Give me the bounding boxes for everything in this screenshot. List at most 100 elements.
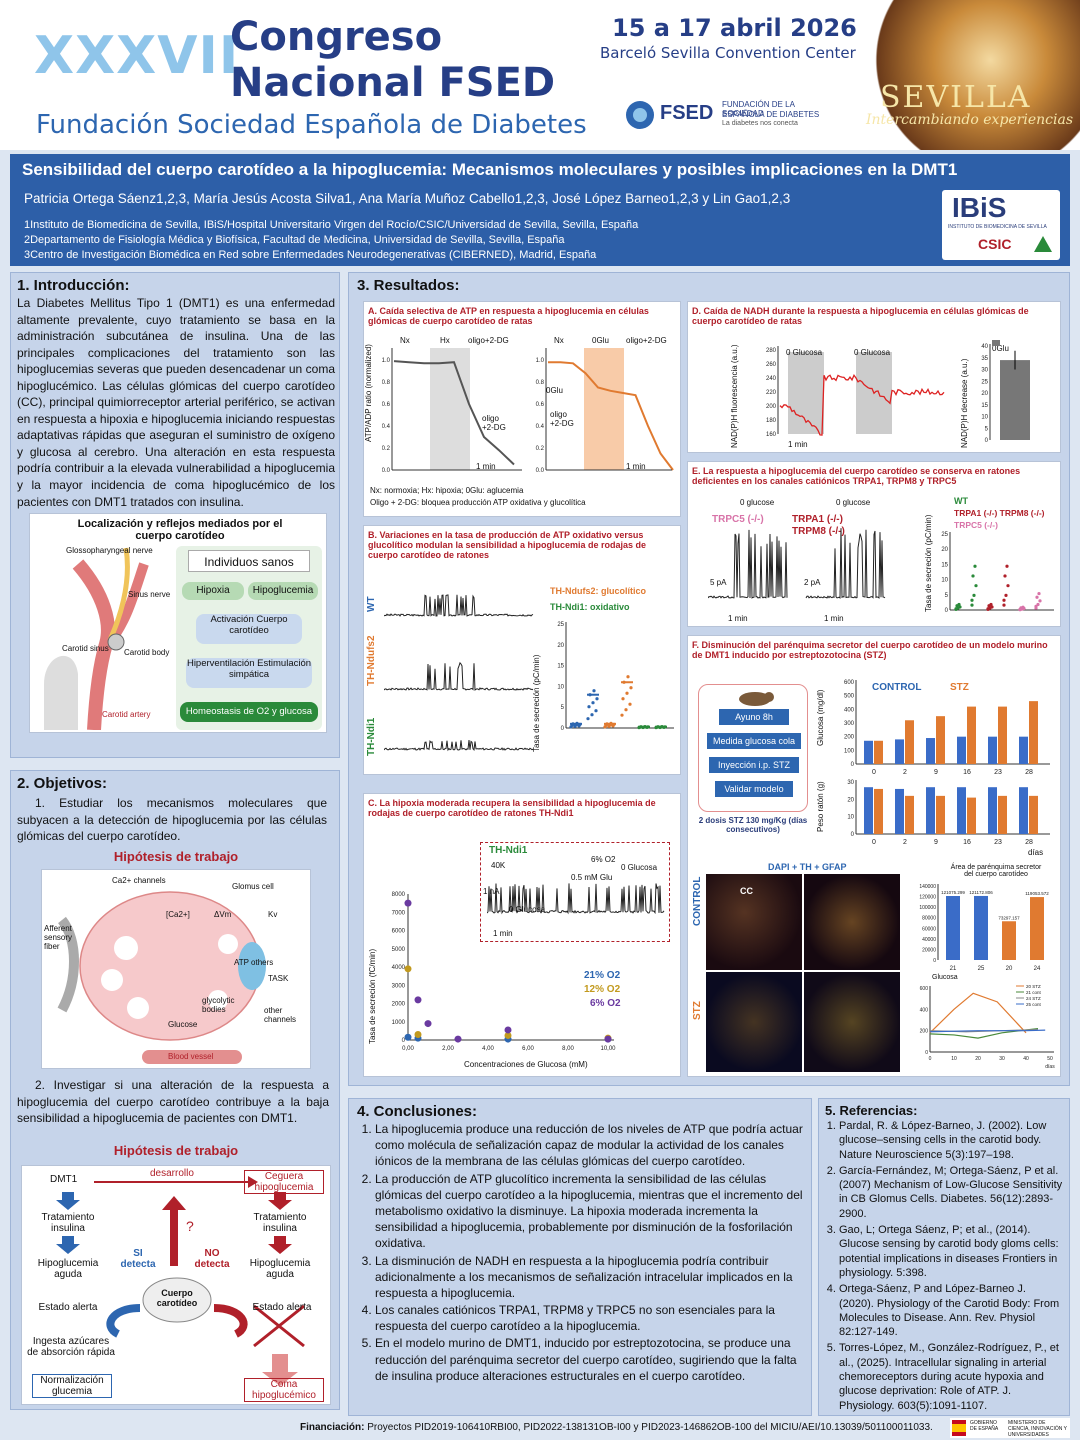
label-carotid-artery: Carotid artery — [102, 710, 151, 719]
d-shade-1 — [788, 352, 824, 434]
c-ytick: 7000 — [392, 910, 406, 916]
f-bar — [864, 787, 873, 834]
hypothesis-2-title: Hipótesis de trabajo — [113, 1143, 239, 1158]
e-ytick: 15 — [941, 562, 948, 568]
f-area-bar — [1002, 921, 1016, 960]
f-gl-line — [929, 1027, 1039, 1039]
label-glomus-cell: Glomus cell — [232, 882, 274, 891]
c-inset-trace-line — [487, 883, 665, 915]
congress-venue: Barceló Sevilla Convention Center — [600, 44, 856, 62]
f-bar — [926, 738, 935, 764]
d-bar-ylabel: NAD(P)H decrease (a.u.) — [960, 358, 969, 448]
f-gl-xtick: 10 — [951, 1056, 957, 1062]
congress-dates: 15 a 17 abril 2026 — [612, 14, 857, 42]
junta-logo-icon — [1034, 236, 1052, 252]
f-micro-title: DAPI + TH + GFAP — [768, 862, 847, 872]
f-bar — [936, 716, 945, 764]
f-area-ytick: 60000 — [922, 926, 936, 932]
f-gl-legend: 20 STZ — [1026, 984, 1041, 989]
b-point — [595, 697, 599, 701]
introduction-panel: 1. Introducción: La Diabetes Mellitus Ti… — [10, 272, 340, 758]
figure-d: D. Caída de NADH durante la respuesta a … — [687, 301, 1061, 453]
c-xtick: 4,00 — [482, 1046, 494, 1052]
flow-ceguera: Ceguera hipoglucemia — [244, 1170, 324, 1194]
congress-title-line2: Nacional FSED — [230, 60, 556, 106]
e-trpm8: TRPM8 (-/-) — [792, 526, 845, 537]
b-point — [663, 725, 667, 729]
d-bar-legend-swatch — [992, 340, 1000, 346]
b-ylabel: Tasa de secreción (pC/min) — [532, 654, 541, 752]
f-bar — [967, 797, 976, 834]
f-gl-xlabel: días — [1045, 1064, 1055, 1070]
e-trpc5: TRPC5 (-/-) — [712, 514, 764, 525]
e-legend-wt: WT — [954, 496, 968, 506]
b-trace-ndufs2 — [384, 661, 534, 691]
flow-alert-1: Estado alerta — [38, 1302, 98, 1313]
figure-d-title: D. Caída de NADH durante la respuesta a … — [692, 306, 1029, 326]
a-time-left: 1 min — [476, 462, 496, 471]
b-point — [575, 721, 579, 725]
label-blood-vessel: Blood vessel — [168, 1052, 214, 1061]
introduction-title: 1. Introducción: — [17, 277, 130, 294]
b-point — [591, 701, 595, 705]
f-ytick: 30 — [847, 780, 854, 786]
a-nx-right: Nx — [554, 336, 564, 345]
e-point — [973, 564, 977, 568]
f-bar — [864, 740, 873, 764]
a-tick-right: 1.0 — [536, 358, 545, 364]
c-ytick: 5000 — [392, 947, 406, 953]
a-tick-right: 0.2 — [536, 446, 545, 452]
c-point — [504, 1031, 512, 1039]
results-title: 3. Resultados: — [357, 277, 460, 294]
c-point — [404, 1033, 412, 1041]
b-point — [592, 689, 596, 693]
f-ytick: 600 — [844, 680, 855, 686]
f-gl-xtick: 20 — [975, 1056, 981, 1062]
a-hx: Hx — [440, 336, 450, 345]
f-area-bar — [946, 896, 960, 960]
b-point — [609, 721, 613, 725]
dmt1-flow-figure: DMT1 desarrollo Ceguera hipoglucemia Tra… — [21, 1165, 331, 1405]
a-tick-left: 0.8 — [382, 380, 391, 386]
d-bar-ytick: 10 — [981, 415, 988, 421]
fsed-logo-long1: FUNDACIÓN DE LA SOCIEDAD — [722, 100, 795, 118]
fsed-logo-short: FSED — [660, 102, 714, 124]
f-area-ytick: 40000 — [922, 937, 936, 943]
label-task: TASK — [268, 974, 289, 983]
f-step-1: Ayuno 8h — [719, 709, 789, 725]
f-bar — [895, 739, 904, 764]
a-0glu-note: 0Glu — [546, 386, 563, 395]
c-inset-1na: 1 nA — [483, 887, 500, 896]
ministry-label: MINISTERIO DE CIENCIA, INNOVACIÓN Y UNIV… — [1008, 1420, 1067, 1438]
b-point — [639, 725, 643, 729]
flow-cuerpo: Cuerpo carotídeo — [156, 1288, 198, 1308]
f-ytick: 0 — [851, 762, 855, 768]
mouse-icon — [739, 692, 774, 706]
e-point — [1018, 607, 1022, 611]
e-label-0glu-1: 0 glucose — [740, 498, 775, 507]
b-tick: 20 — [557, 643, 564, 649]
homeostasis-box: Homeostasis de O2 y glucosa — [180, 702, 318, 722]
references-panel: 5. Referencias: Pardal, R. & López-Barne… — [818, 1098, 1070, 1416]
d-bar-ytick: 20 — [981, 391, 988, 397]
objective-1: 1. Estudiar los mecanismos moleculares q… — [17, 796, 327, 844]
label-carotid-sinus: Carotid sinus — [62, 644, 109, 653]
label-carotid-body: Carotid body — [124, 648, 170, 657]
f-bar — [1019, 787, 1028, 834]
b-tick: 15 — [557, 664, 564, 670]
c-xtick: 0,00 — [402, 1046, 414, 1052]
b-point — [646, 725, 650, 729]
f-xtick: 0 — [872, 839, 876, 846]
f-bar — [998, 706, 1007, 764]
objectives-panel: 2. Objetivos: 1. Estudiar los mecanismos… — [10, 770, 340, 1410]
f-area-bar — [974, 895, 988, 960]
c-inset-05glu: 0.5 mM Glu — [571, 873, 613, 882]
f-xtick: 0 — [872, 769, 876, 776]
b-legend-ndufs2: TH-Ndufs2: glucolítico — [550, 586, 646, 596]
c-legend-6: 6% O2 — [590, 998, 621, 1009]
glomus-cell-icon — [57, 891, 266, 1064]
flow-treatment-1: Tratamiento insulina — [41, 1212, 95, 1234]
d-label-1min: 1 min — [788, 440, 808, 449]
d-ylabel: NAD(P)H fluorescencia (a.u.) — [730, 344, 739, 448]
